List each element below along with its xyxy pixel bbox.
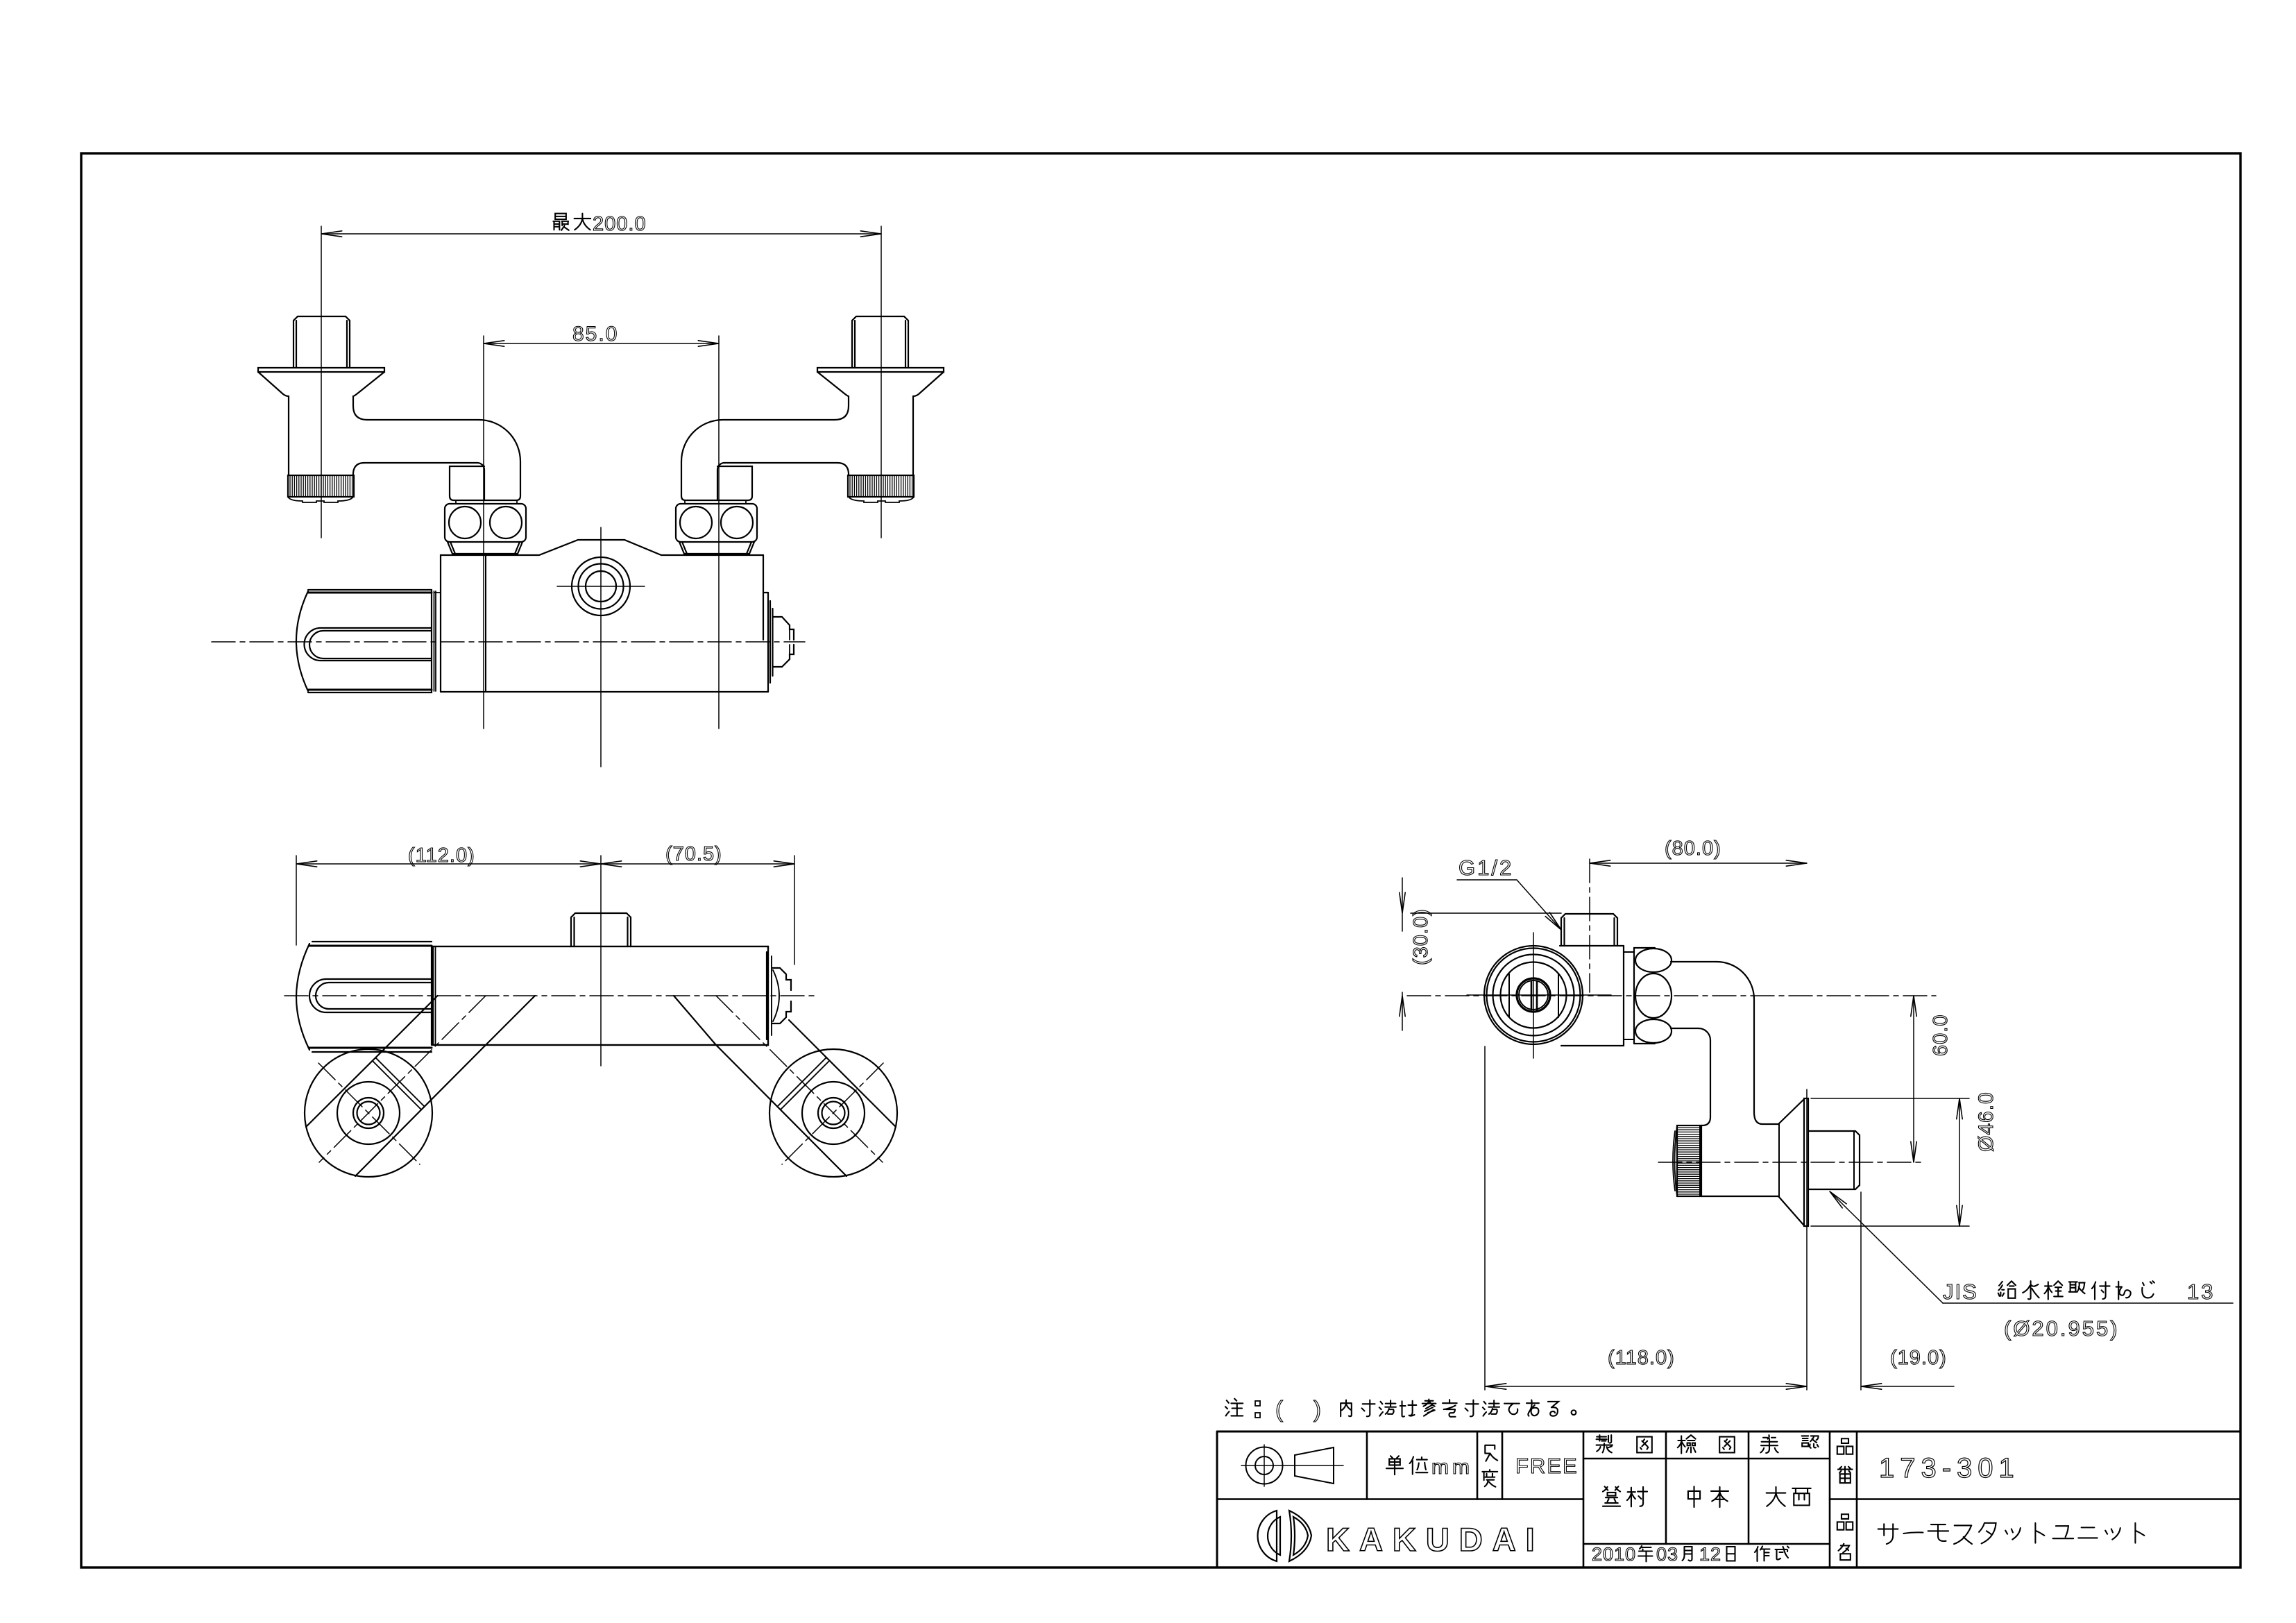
svg-text:12: 12 [1699,1544,1721,1565]
svg-text:13: 13 [2187,1280,2215,1304]
svg-text:03: 03 [1656,1544,1678,1565]
svg-text:(30.0): (30.0) [1410,908,1432,965]
svg-text:(: ( [1275,1396,1283,1422]
svg-text:(118.0): (118.0) [1608,1347,1675,1369]
svg-text:173-301: 173-301 [1879,1453,2020,1484]
svg-text:KAKUDAI: KAKUDAI [1326,1521,1545,1558]
svg-text:G1/2: G1/2 [1459,856,1513,880]
svg-text:(19.0): (19.0) [1890,1347,1947,1369]
svg-text:mm: mm [1431,1456,1473,1479]
svg-text:(Ø20.955): (Ø20.955) [2004,1316,2120,1341]
svg-text:2010: 2010 [1592,1544,1636,1565]
svg-text:60.0: 60.0 [1930,1014,1952,1056]
svg-text:Ø46.0: Ø46.0 [1975,1091,1998,1152]
svg-text:FREE: FREE [1515,1454,1579,1478]
svg-text:(80.0): (80.0) [1665,838,1721,860]
svg-text:(70.5): (70.5) [665,843,722,865]
svg-text:(112.0): (112.0) [408,844,475,867]
svg-text:200.0: 200.0 [593,213,647,235]
svg-text:): ) [1313,1396,1321,1422]
svg-text:85.0: 85.0 [572,323,618,346]
svg-text:JIS: JIS [1943,1280,1978,1304]
